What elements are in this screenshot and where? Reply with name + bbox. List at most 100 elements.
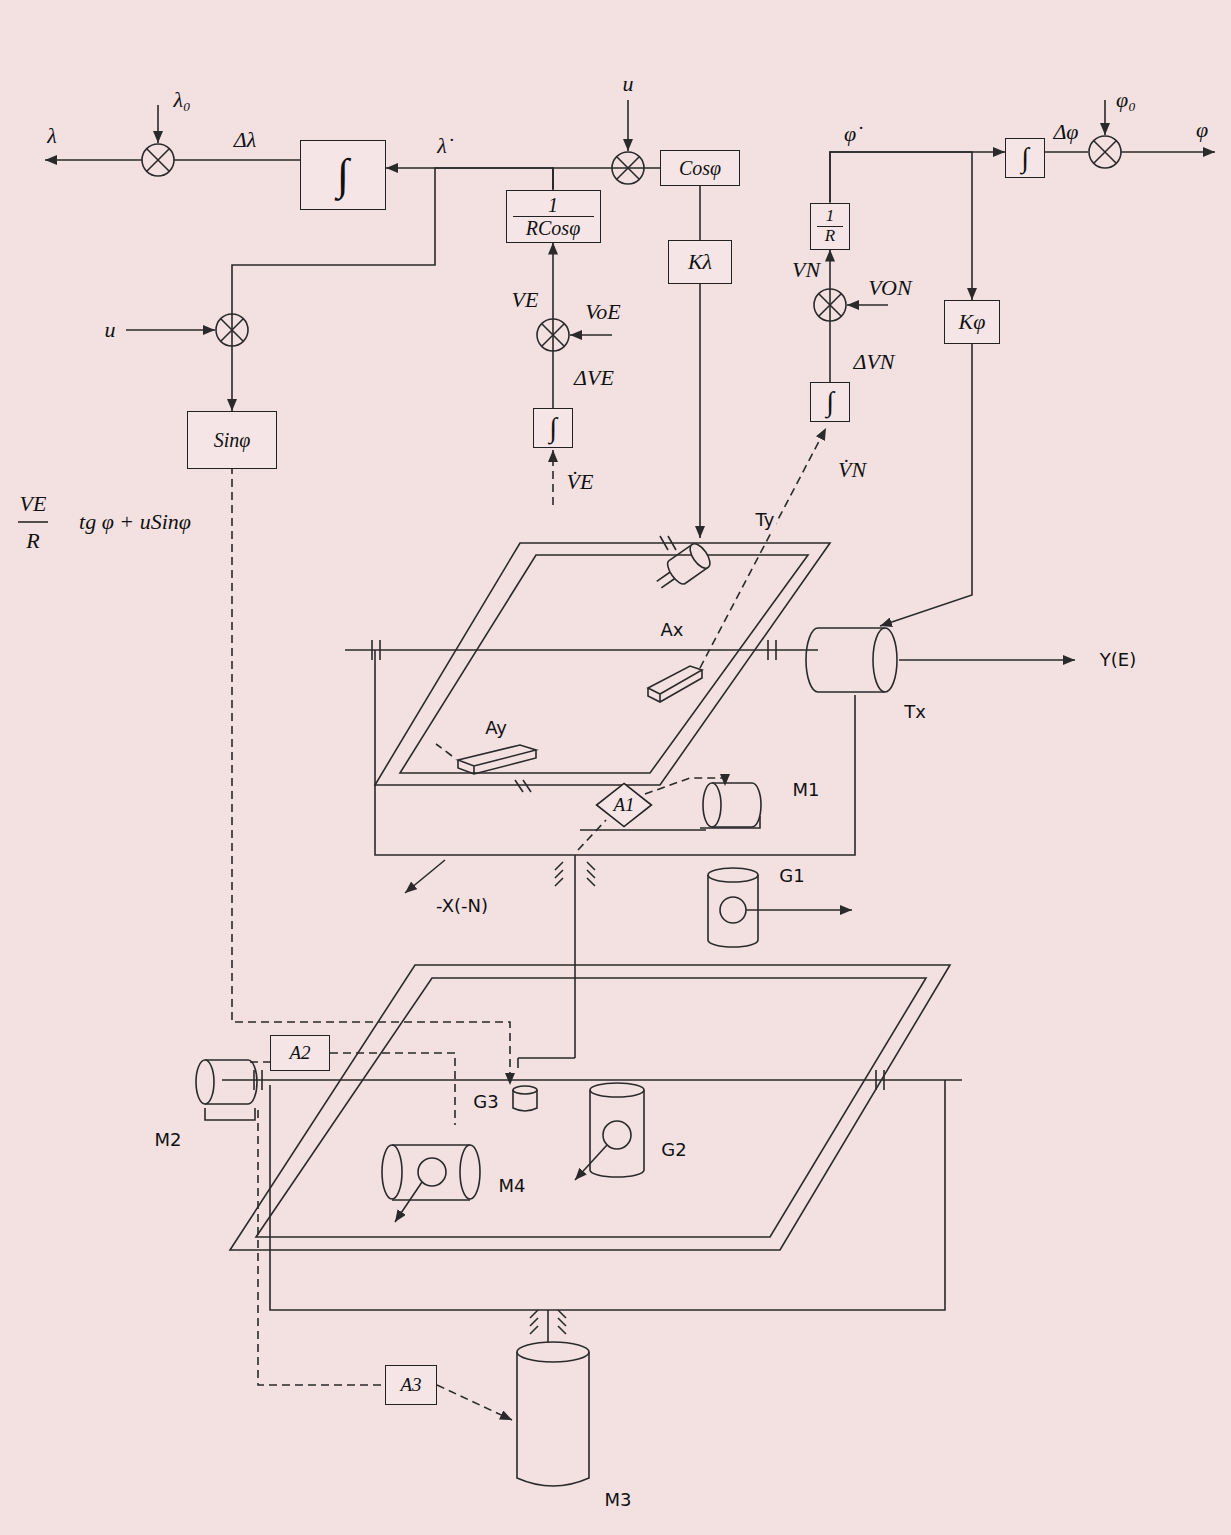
gain-box: Kφ bbox=[944, 300, 1000, 344]
signal-wire bbox=[899, 659, 1075, 661]
gyro-g2 bbox=[575, 1083, 644, 1180]
summing-junction bbox=[142, 144, 174, 176]
part-label: G2 bbox=[659, 1140, 688, 1160]
signal-label: tg φ + uSinφ bbox=[77, 510, 193, 534]
summing-junction bbox=[1094, 141, 1116, 163]
accelerometer-block bbox=[458, 666, 702, 774]
lower-platform bbox=[270, 1080, 945, 1310]
sensor-wire bbox=[700, 428, 826, 668]
diamond-outline bbox=[597, 783, 652, 826]
summing-junction bbox=[142, 144, 174, 176]
signal-label: u bbox=[103, 318, 118, 342]
signal-wire bbox=[18, 521, 48, 523]
upper-platform bbox=[400, 555, 808, 773]
upper-platform bbox=[345, 536, 855, 893]
signal-label: φ bbox=[1194, 118, 1210, 142]
gimbal-shaft bbox=[574, 855, 576, 1058]
signal-label: VoE bbox=[583, 300, 622, 324]
signal-label: λ̇ bbox=[435, 134, 449, 158]
summing-junction bbox=[147, 149, 169, 171]
lower-platform bbox=[256, 978, 926, 1237]
signal-label: Δφ bbox=[1051, 120, 1080, 144]
motor-m1 bbox=[703, 783, 721, 827]
part-label: M1 bbox=[791, 780, 822, 800]
signal-label: VON bbox=[866, 276, 913, 300]
gyro-g1 bbox=[720, 897, 746, 923]
amplifier-box: A2 bbox=[270, 1035, 330, 1071]
motor-m4 bbox=[395, 1182, 422, 1222]
upper-platform bbox=[405, 860, 445, 893]
signal-wire bbox=[1104, 100, 1106, 135]
node-text: 1 bbox=[817, 207, 843, 227]
summing-junction bbox=[1089, 136, 1121, 168]
gimbal-shaft bbox=[518, 1058, 575, 1068]
signal-label: V̇N bbox=[836, 458, 868, 482]
torquer-motor bbox=[686, 541, 714, 572]
signal-label: R bbox=[24, 529, 41, 553]
signal-wire bbox=[847, 304, 888, 306]
motor-m3 bbox=[517, 1352, 589, 1486]
integrator-box: ∫ bbox=[1005, 138, 1045, 178]
signal-label: Δλ bbox=[232, 128, 258, 152]
signal-line bbox=[830, 152, 1005, 203]
signal-label: VN bbox=[790, 258, 822, 282]
gyro-g3 bbox=[513, 1086, 537, 1111]
part-label: Tx bbox=[902, 702, 928, 722]
motor-m4 bbox=[418, 1158, 446, 1186]
signal-wire bbox=[18, 100, 1215, 660]
upper-platform bbox=[515, 536, 676, 792]
torquer-motor bbox=[651, 541, 897, 692]
function-box: Cosφ bbox=[660, 150, 740, 186]
signal-line bbox=[830, 152, 972, 300]
node-text: R bbox=[825, 227, 835, 246]
sensor-wire bbox=[232, 428, 826, 1420]
sensor-wire bbox=[330, 1053, 455, 1125]
gimbal-shaft bbox=[555, 862, 595, 886]
upper-platform bbox=[375, 650, 855, 855]
part-label: G1 bbox=[777, 866, 806, 886]
node-text: ∫ bbox=[337, 151, 349, 199]
part-label: M2 bbox=[153, 1130, 184, 1150]
amplifier-diamond: A1 bbox=[596, 783, 652, 827]
signal-wire bbox=[45, 159, 142, 161]
lower-platform bbox=[222, 1079, 962, 1081]
motor-m4 bbox=[460, 1145, 480, 1199]
signal-wire bbox=[174, 159, 320, 161]
signal-label: λ bbox=[45, 124, 59, 148]
signal-wire bbox=[1121, 151, 1215, 153]
part-label: Y(E) bbox=[1098, 650, 1138, 670]
signal-wire bbox=[126, 329, 215, 331]
node-text: RCosφ bbox=[526, 217, 580, 239]
node-text: ∫ bbox=[826, 387, 834, 418]
summing-junction bbox=[142, 136, 1121, 351]
lower-platform bbox=[254, 1070, 884, 1090]
gyro-g2 bbox=[590, 1090, 644, 1177]
amplifier-box: A3 bbox=[385, 1365, 437, 1405]
sensor-wire bbox=[258, 1110, 385, 1385]
sensor-wire bbox=[578, 820, 606, 850]
node-text: A1 bbox=[613, 795, 634, 816]
signal-line bbox=[699, 186, 701, 240]
torquer-motor bbox=[806, 628, 818, 692]
accelerometer-block bbox=[458, 745, 536, 774]
signal-line bbox=[386, 168, 553, 190]
node-text: Kφ bbox=[959, 310, 986, 334]
upper-platform bbox=[375, 543, 830, 785]
torquer-motor bbox=[657, 572, 675, 588]
motor-m3 bbox=[517, 1342, 589, 1362]
signal-label: φ₀ bbox=[1114, 88, 1138, 112]
part-label: Ay bbox=[483, 718, 509, 738]
motor-m4 bbox=[382, 1145, 480, 1222]
node-text: A3 bbox=[400, 1375, 421, 1396]
summing-junction bbox=[1089, 136, 1121, 168]
signal-wire bbox=[627, 100, 629, 151]
signal-label: VE bbox=[18, 492, 49, 516]
motor-m2 bbox=[205, 1108, 255, 1120]
signal-wire bbox=[157, 105, 159, 143]
node-text: ∫ bbox=[1021, 143, 1029, 174]
function-box: Sinφ bbox=[187, 411, 277, 469]
gain-box: Kλ bbox=[668, 240, 732, 284]
